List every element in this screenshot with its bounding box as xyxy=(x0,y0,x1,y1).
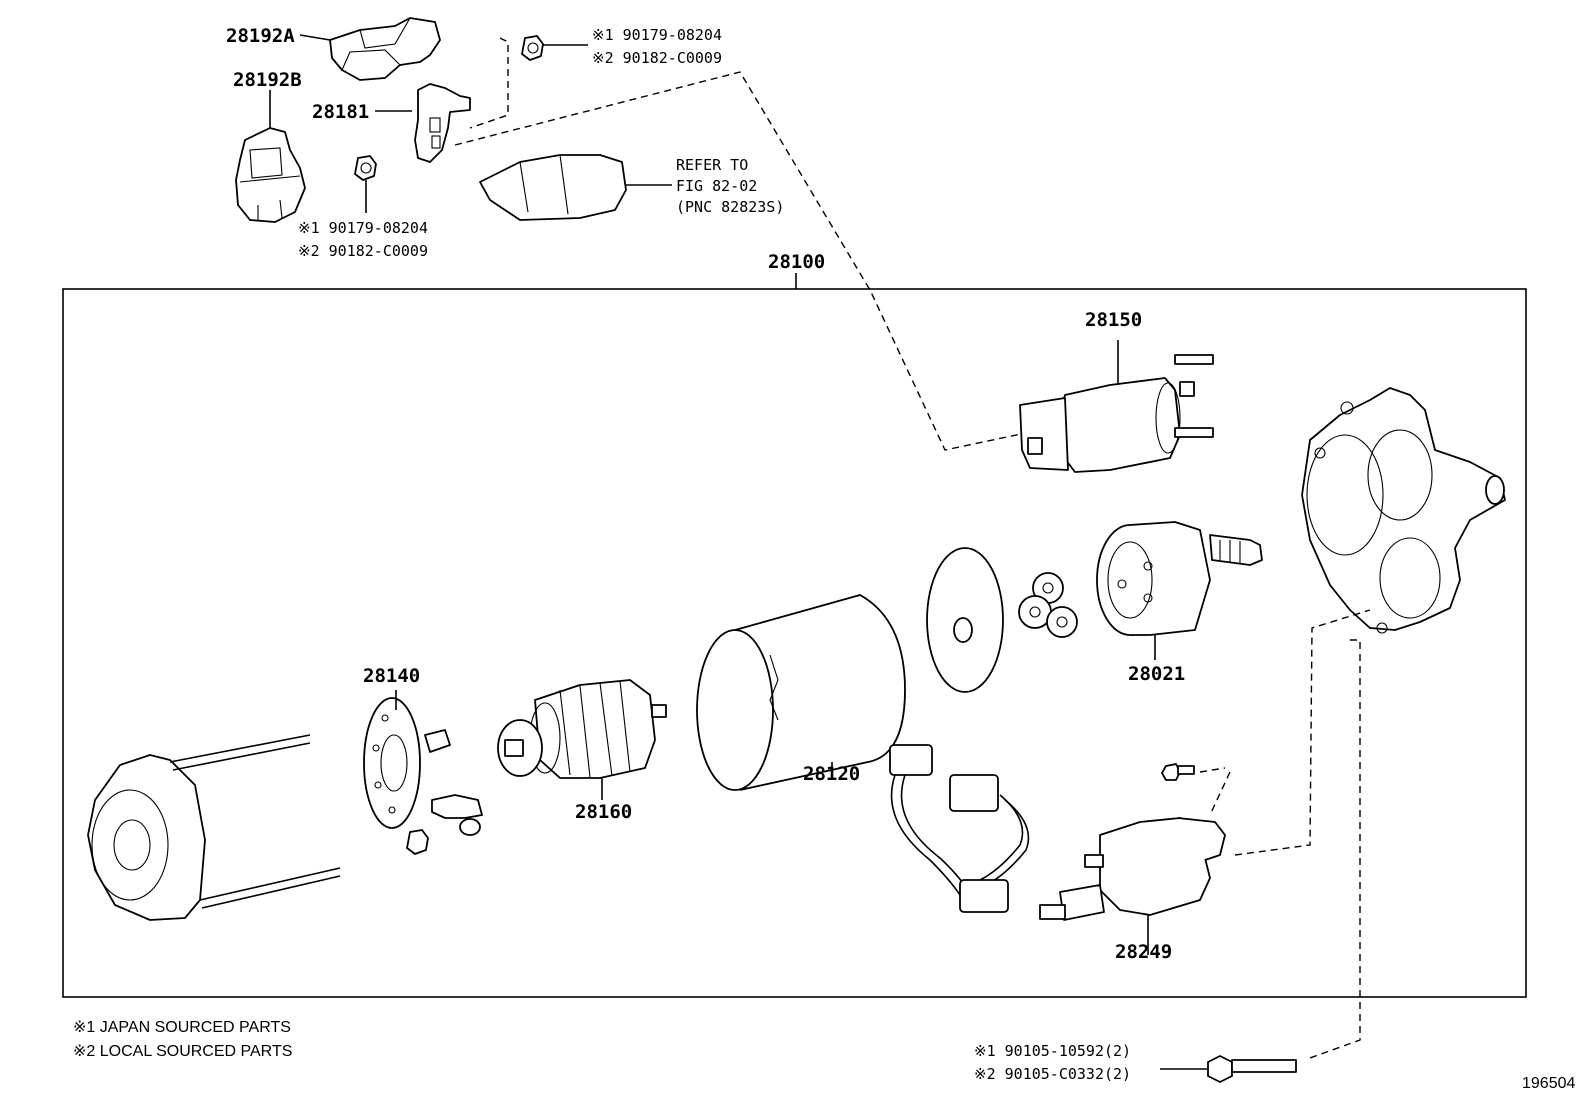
part-28140-brush-holder[interactable] xyxy=(363,690,483,855)
part-28120-yoke[interactable] xyxy=(696,594,906,791)
part-28150-solenoid[interactable] xyxy=(1019,340,1214,473)
part-28021-clutch[interactable] xyxy=(1096,521,1263,660)
label-28150: 28150 xyxy=(1085,309,1142,331)
label-refer-1: REFER TO xyxy=(676,156,748,174)
label-28192a: 28192A xyxy=(226,25,295,47)
label-bolt-1: ※1 90105-10592(2) xyxy=(974,1042,1131,1060)
label-28140: 28140 xyxy=(363,665,420,687)
label-refer-3: (PNC 82823S) xyxy=(676,198,784,216)
label-28021: 28021 xyxy=(1128,663,1185,685)
note-japan-sourced: ※1 JAPAN SOURCED PARTS xyxy=(73,1019,291,1036)
part-28249-magnetic-switch[interactable] xyxy=(1039,817,1226,955)
label-28192b: 28192B xyxy=(233,69,302,91)
label-28181: 28181 xyxy=(312,101,369,123)
label-28249: 28249 xyxy=(1115,941,1172,963)
part-end-frame[interactable] xyxy=(87,734,341,921)
label-bolt-2: ※2 90105-C0332(2) xyxy=(974,1065,1131,1083)
part-dish-plate[interactable] xyxy=(926,547,1004,693)
label-nut-top-1: ※1 90179-08204 xyxy=(592,26,722,44)
bolt-bottom[interactable] xyxy=(1160,1055,1297,1083)
part-28181-bracket[interactable] xyxy=(375,83,471,163)
screw-small[interactable] xyxy=(1161,763,1195,781)
part-drive-housing[interactable] xyxy=(1301,387,1506,634)
label-28160: 28160 xyxy=(575,801,632,823)
figure-id: 196504 xyxy=(1522,1075,1575,1092)
nut-top[interactable] xyxy=(521,35,588,61)
label-nut-left-1: ※1 90179-08204 xyxy=(298,219,428,237)
part-28160-armature[interactable] xyxy=(497,679,667,800)
part-wire-harness[interactable] xyxy=(889,744,1030,913)
part-28192b-boot[interactable] xyxy=(235,90,306,223)
refer-boot-cover[interactable] xyxy=(479,154,672,221)
label-nut-left-2: ※2 90182-C0009 xyxy=(298,242,428,260)
label-28100: 28100 xyxy=(768,251,825,273)
label-refer-2: FIG 82-02 xyxy=(676,177,757,195)
label-nut-top-2: ※2 90182-C0009 xyxy=(592,49,722,67)
label-28120: 28120 xyxy=(803,763,860,785)
nut-left[interactable] xyxy=(354,155,377,213)
assembly-frame-28100 xyxy=(62,288,1527,998)
note-local-sourced: ※2 LOCAL SOURCED PARTS xyxy=(73,1043,292,1060)
part-28192a-insulator[interactable] xyxy=(299,17,441,81)
planetary-gears[interactable] xyxy=(1018,572,1078,638)
